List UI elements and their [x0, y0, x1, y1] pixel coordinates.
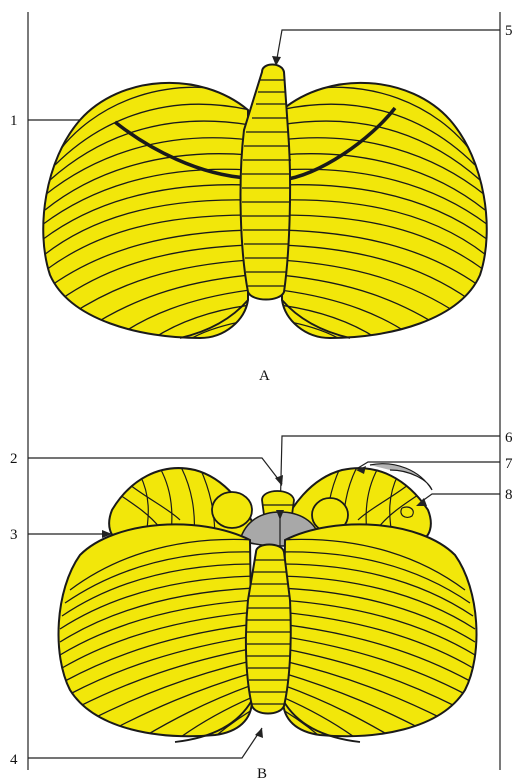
- callout-5: 5: [505, 23, 513, 39]
- left-hemisphere-a: [42, 83, 250, 350]
- view-b: [59, 464, 477, 745]
- callout-4: 4: [10, 752, 18, 768]
- callout-6: 6: [505, 430, 513, 446]
- vermis-a: [241, 65, 291, 300]
- callout-3: 3: [10, 527, 18, 543]
- left-hemisphere-b: [59, 524, 255, 745]
- view-a: [42, 65, 488, 351]
- right-hemisphere-b: [280, 524, 476, 745]
- callout-8: 8: [505, 487, 513, 503]
- right-hemisphere-a: [280, 83, 488, 350]
- caption-b: B: [257, 766, 267, 782]
- vermis-b: [246, 545, 291, 714]
- callout-7: 7: [505, 456, 513, 472]
- callout-1: 1: [10, 113, 18, 129]
- caption-a: A: [259, 368, 270, 384]
- callout-2: 2: [10, 451, 18, 467]
